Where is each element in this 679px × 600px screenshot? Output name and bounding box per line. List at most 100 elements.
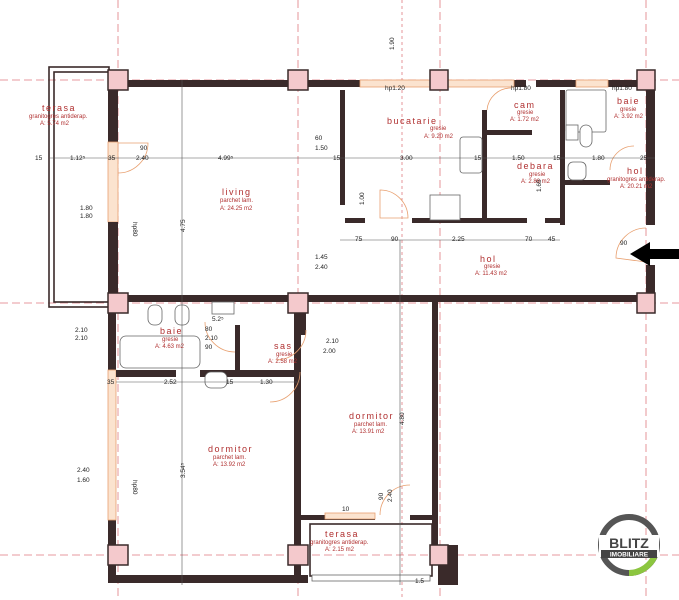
svg-text:3.00: 3.00	[400, 155, 413, 162]
svg-text:1.80: 1.80	[80, 205, 93, 212]
columns	[107, 69, 656, 566]
svg-text:A: 13.92 m2: A: 13.92 m2	[213, 462, 246, 468]
svg-text:gresie: gresie	[276, 352, 293, 358]
svg-text:granitogres antiderap.: granitogres antiderap.	[29, 114, 88, 120]
svg-text:35: 35	[107, 379, 115, 386]
svg-text:90: 90	[378, 492, 385, 500]
svg-text:2.40: 2.40	[387, 489, 394, 502]
svg-text:90: 90	[205, 344, 213, 351]
fixtures	[119, 89, 607, 389]
svg-text:baie: baie	[617, 96, 640, 106]
svg-text:gresie: gresie	[529, 172, 546, 178]
svg-text:2.25: 2.25	[452, 236, 465, 243]
svg-text:hp80: hp80	[131, 222, 138, 237]
svg-text:A: 20.21 m2: A: 20.21 m2	[620, 184, 653, 190]
svg-text:2.10: 2.10	[205, 335, 218, 342]
svg-text:A: 11.43 m2: A: 11.43 m2	[475, 271, 508, 277]
svg-text:gresie: gresie	[620, 107, 637, 113]
svg-text:A: 2.15 m2: A: 2.15 m2	[325, 547, 355, 553]
svg-text:15: 15	[35, 155, 43, 162]
svg-text:2.10: 2.10	[75, 327, 88, 334]
arrow-left-icon	[630, 242, 679, 266]
svg-text:dormitor: dormitor	[208, 444, 253, 454]
svg-text:90: 90	[391, 236, 399, 243]
svg-text:15: 15	[474, 155, 482, 162]
svg-text:4.75: 4.75	[180, 219, 187, 232]
svg-text:A: 1.72 m2: A: 1.72 m2	[510, 117, 540, 123]
svg-text:3.54⁵: 3.54⁵	[180, 462, 187, 478]
svg-text:sas: sas	[274, 341, 293, 351]
svg-text:baie: baie	[160, 326, 183, 336]
svg-text:1.65: 1.65	[536, 179, 543, 192]
svg-text:A: 4.63 m2: A: 4.63 m2	[155, 344, 185, 350]
svg-text:25: 25	[640, 155, 648, 162]
svg-text:1.45: 1.45	[315, 254, 328, 261]
svg-text:75: 75	[355, 236, 363, 243]
svg-text:hol: hol	[480, 254, 497, 264]
svg-text:70: 70	[525, 236, 533, 243]
doors	[117, 87, 647, 516]
svg-text:1.80: 1.80	[592, 155, 605, 162]
svg-text:2.40: 2.40	[315, 264, 328, 271]
svg-text:1.50: 1.50	[315, 145, 328, 152]
svg-text:cam: cam	[514, 100, 536, 110]
svg-text:A: 5.74 m2: A: 5.74 m2	[40, 121, 70, 127]
svg-text:1.60: 1.60	[77, 477, 90, 484]
svg-text:1.30: 1.30	[260, 379, 273, 386]
svg-text:2.40: 2.40	[136, 155, 149, 162]
svg-text:granitogres antiderap.: granitogres antiderap.	[607, 177, 666, 183]
svg-text:terasa: terasa	[325, 529, 359, 539]
svg-text:gresie: gresie	[517, 110, 534, 116]
svg-text:5.2⁵: 5.2⁵	[212, 316, 224, 323]
svg-text:hp1.80: hp1.80	[511, 85, 531, 92]
svg-text:2.10: 2.10	[326, 338, 339, 345]
svg-text:1.50: 1.50	[512, 155, 525, 162]
svg-text:15: 15	[226, 379, 234, 386]
svg-text:60: 60	[315, 135, 323, 142]
svg-text:hp1.20: hp1.20	[385, 85, 405, 92]
svg-text:2.00: 2.00	[323, 348, 336, 355]
svg-text:hol: hol	[627, 166, 644, 176]
svg-text:A: 13.91 m2: A: 13.91 m2	[352, 429, 385, 435]
svg-text:IMOBILIARE: IMOBILIARE	[610, 552, 649, 559]
svg-text:parchet lam.: parchet lam.	[213, 455, 246, 461]
svg-text:parchet lam.: parchet lam.	[220, 198, 253, 204]
dimension-labels: 15 1.12⁵ 35 2.40 4.99⁵ 15 3.00 15 1.50 1…	[35, 37, 648, 585]
svg-text:15: 15	[553, 155, 561, 162]
svg-text:2.52: 2.52	[164, 379, 177, 386]
svg-text:4.80: 4.80	[399, 412, 406, 425]
svg-text:1.80: 1.80	[80, 213, 93, 220]
svg-text:bucatarie: bucatarie	[387, 116, 438, 126]
svg-text:90: 90	[620, 240, 628, 247]
svg-text:4.99⁵: 4.99⁵	[218, 155, 234, 162]
svg-text:2.10: 2.10	[75, 335, 88, 342]
svg-text:granitogres antiderap.: granitogres antiderap.	[310, 540, 369, 546]
svg-text:terasa: terasa	[42, 103, 76, 113]
svg-text:hp80: hp80	[131, 480, 138, 495]
svg-text:gresie: gresie	[484, 264, 501, 270]
svg-text:dormitor: dormitor	[349, 411, 394, 421]
svg-text:1.90: 1.90	[389, 37, 396, 50]
svg-text:A: 2.86 m2: A: 2.86 m2	[521, 179, 551, 185]
svg-text:living: living	[222, 187, 252, 197]
svg-text:parchet lam.: parchet lam.	[354, 422, 387, 428]
blitz-imobiliare-logo: BLITZ IMOBILIARE	[598, 514, 660, 576]
svg-text:BLITZ: BLITZ	[609, 535, 649, 551]
svg-text:A: 24.25 m2: A: 24.25 m2	[220, 206, 253, 212]
svg-text:debara: debara	[517, 161, 554, 171]
svg-text:1.5: 1.5	[415, 578, 424, 585]
svg-text:A: 9.20 m2: A: 9.20 m2	[424, 134, 454, 140]
